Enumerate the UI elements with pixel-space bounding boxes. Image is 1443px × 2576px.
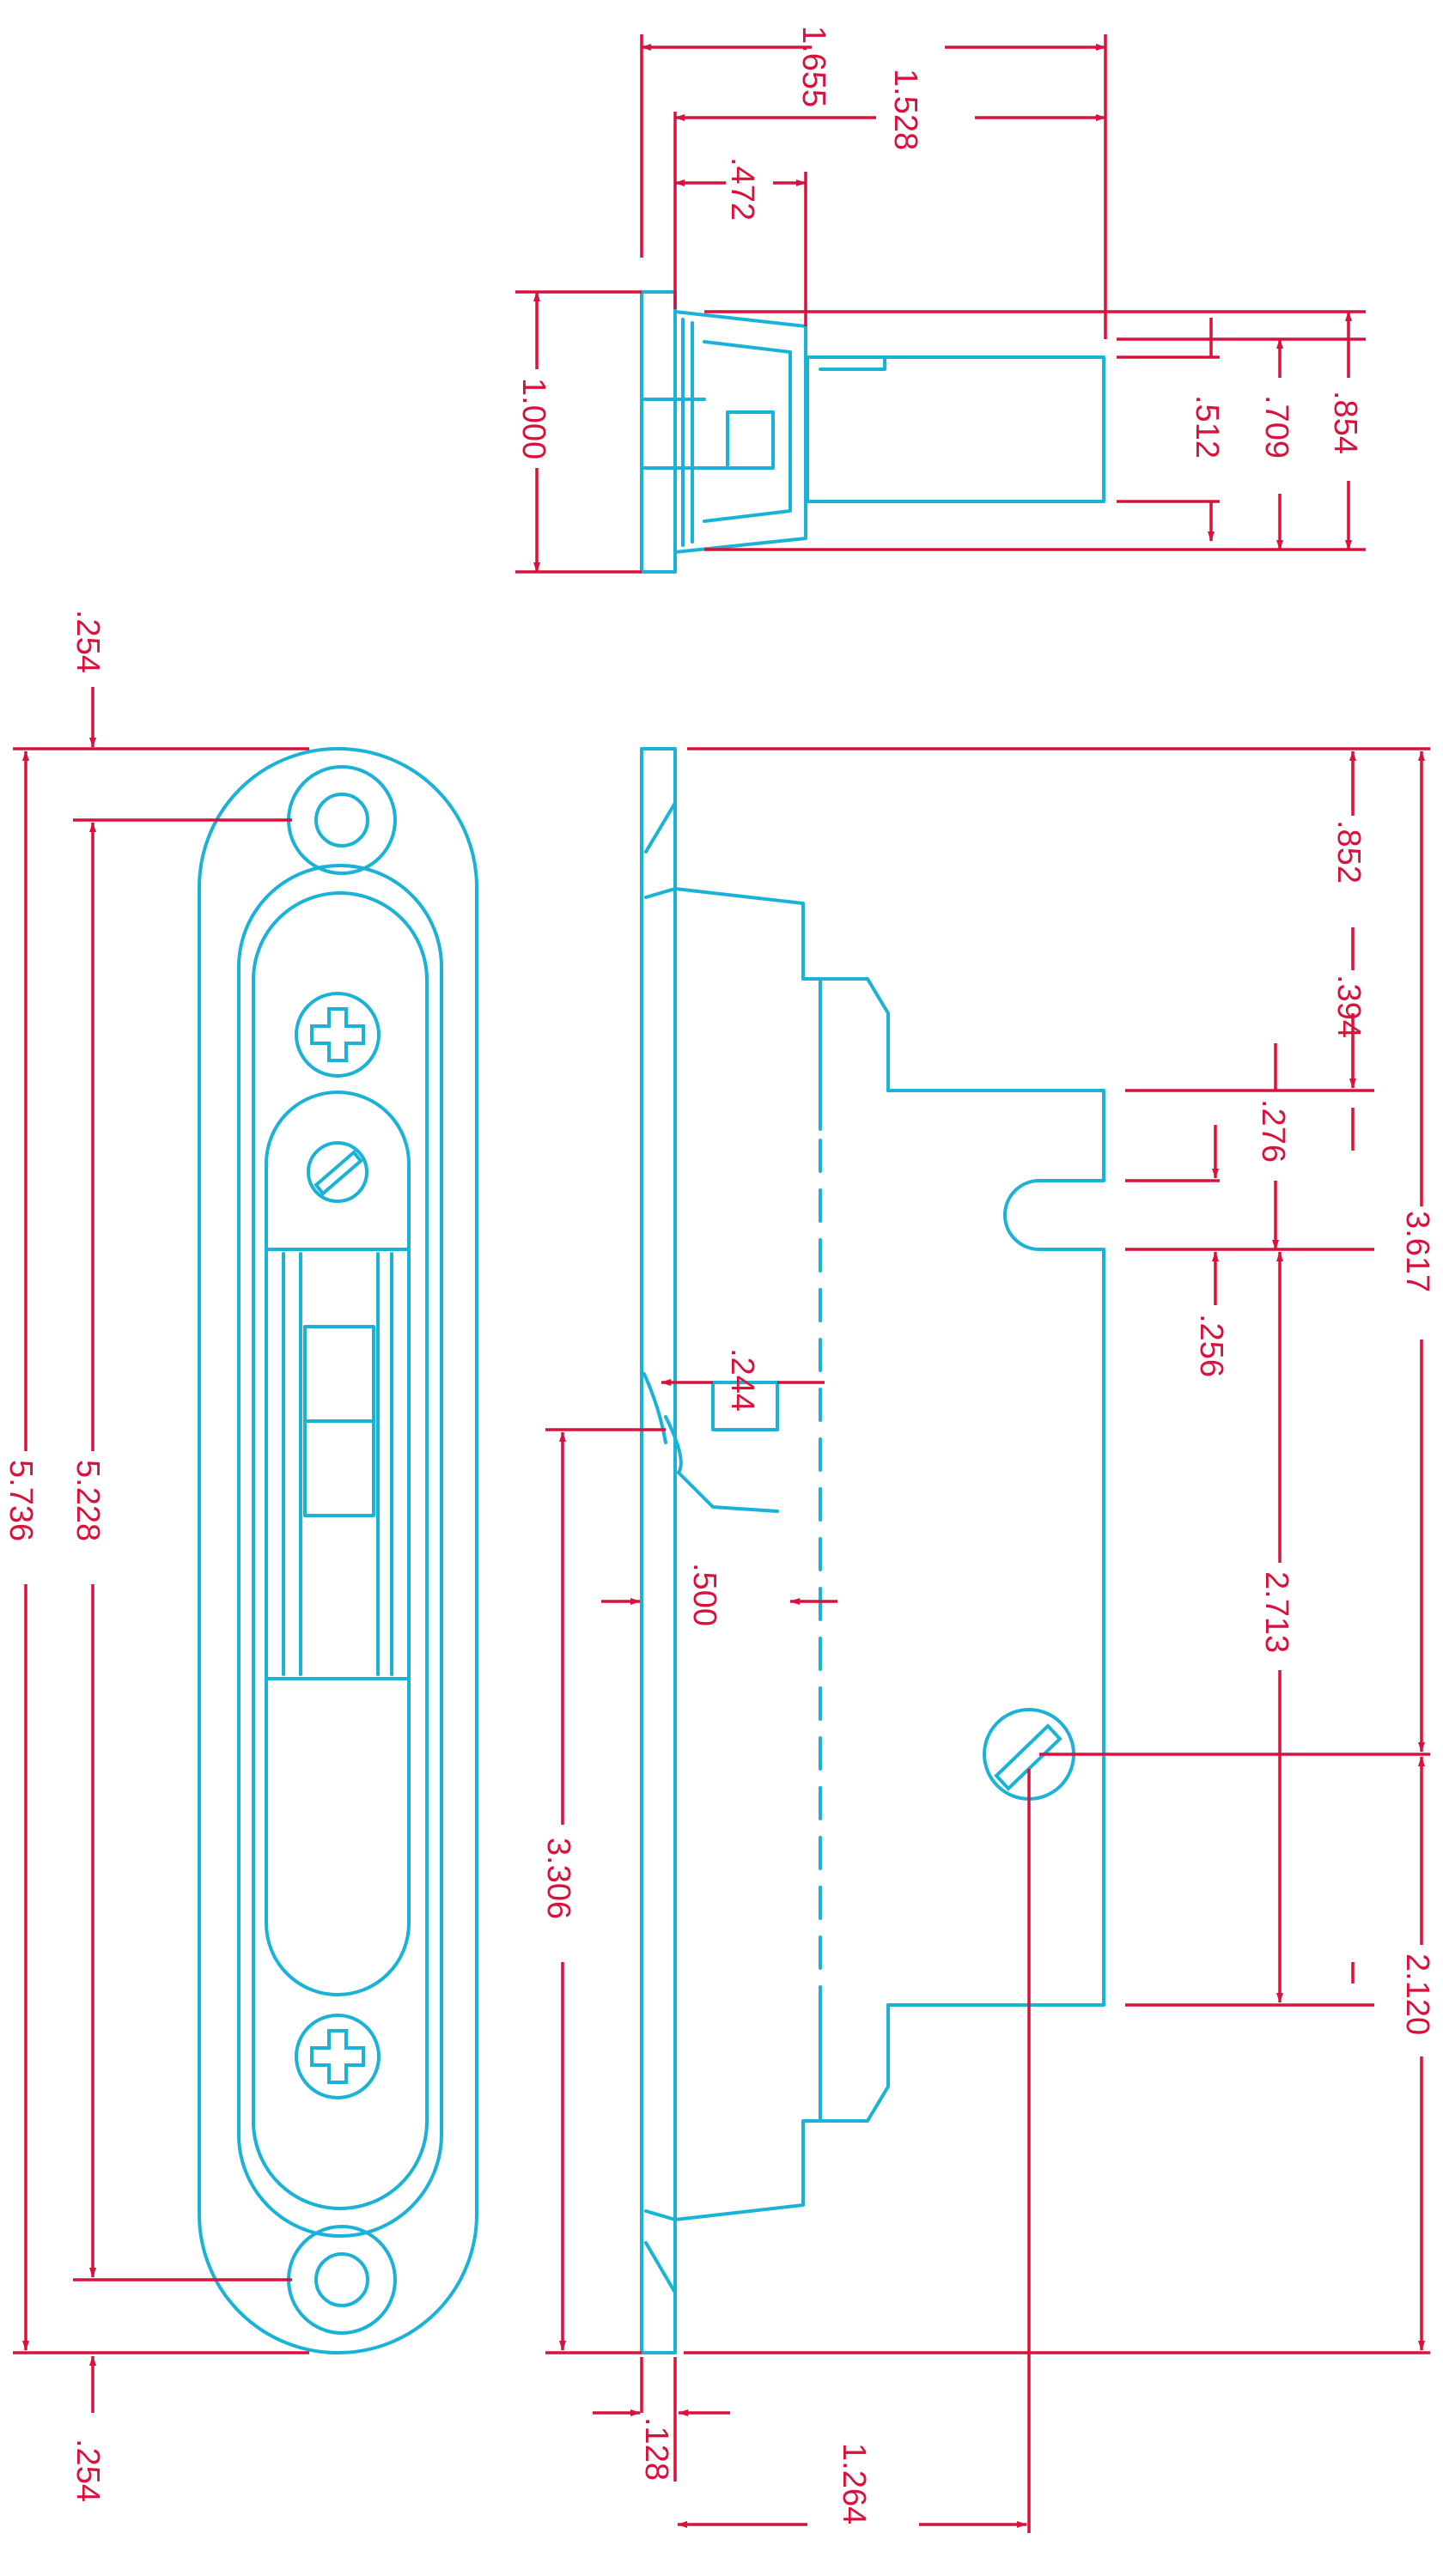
dim-side-f: .500: [686, 1563, 722, 1626]
dim-side-h: 3.617: [1399, 1211, 1435, 1292]
dim-side-e: .244: [724, 1348, 760, 1412]
dim-side-c: .276: [1255, 1099, 1291, 1163]
dim-side-l: 1.264: [836, 2443, 872, 2524]
dim-top-right-b: .709: [1258, 395, 1294, 459]
dimension-lines: [13, 34, 1430, 2533]
dim-front-bottom-margin: .254: [70, 2439, 106, 2502]
front-view: [198, 747, 478, 2354]
dim-side-d: .256: [1193, 1314, 1229, 1377]
dim-side-g: 2.713: [1258, 1571, 1294, 1653]
dim-top-right-a: .512: [1189, 395, 1225, 459]
dim-top-width-b: 1.528: [887, 69, 923, 150]
top-view: [640, 290, 1105, 574]
dim-top-right-c: .854: [1327, 391, 1363, 454]
dim-front-overall-height: 5.736: [3, 1460, 39, 1541]
side-view: [640, 747, 1105, 2354]
phillips-screw-icon: [310, 2029, 365, 2084]
dimension-labels: 1.655 1.528 .472 1.000 .512 .709 .854 .2…: [3, 26, 1435, 2524]
dim-side-b: .394: [1330, 975, 1367, 1038]
dim-front-top-margin: .254: [70, 610, 106, 673]
dim-side-i: 3.306: [540, 1838, 576, 1919]
dim-side-k: .128: [638, 2417, 674, 2481]
dim-side-a: .852: [1330, 820, 1367, 884]
dim-side-j: 2.120: [1399, 1953, 1435, 2035]
slotted-screw-icon: [307, 1141, 368, 1203]
dim-top-flange-offset: .472: [724, 157, 760, 221]
phillips-screw-icon: [310, 1007, 365, 1062]
dim-top-height: 1.000: [515, 378, 551, 459]
dim-front-hole-spacing: 5.228: [70, 1460, 106, 1541]
dim-top-overall-width: 1.655: [795, 26, 831, 107]
